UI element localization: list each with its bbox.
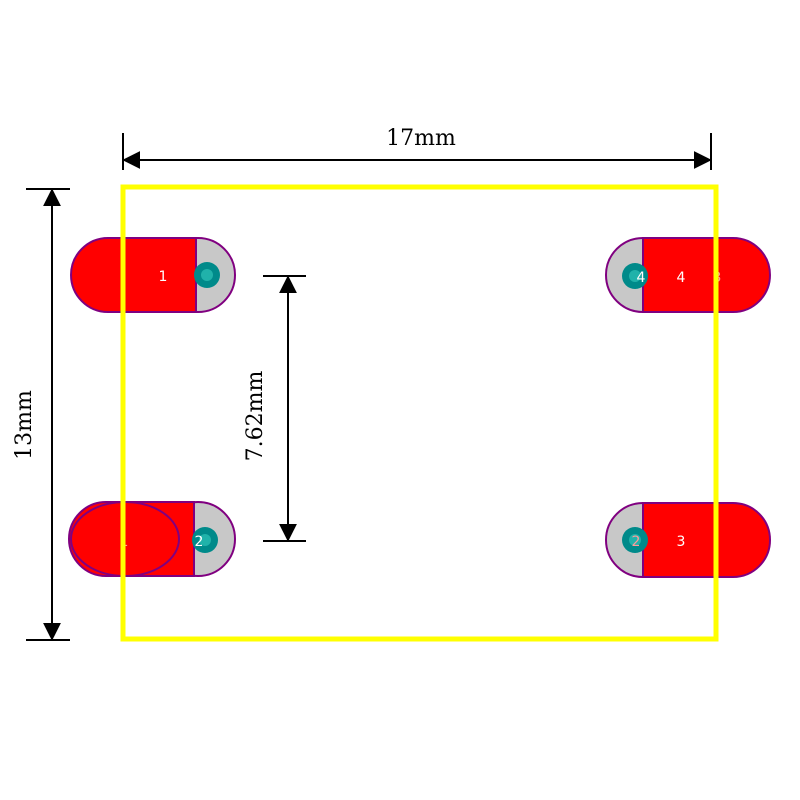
pad-3: 2 3 — [605, 502, 771, 578]
pad-1: 1 — [70, 237, 236, 313]
height-dimension-label: 13mm — [12, 390, 37, 460]
component-outline — [120, 184, 719, 642]
pad-2-label: 2 — [195, 534, 204, 550]
pad-4-ghost-label-left: 4 — [637, 270, 646, 286]
height-dimension: 13mm — [12, 188, 70, 641]
pad-2: 1 2 — [68, 501, 236, 577]
width-dimension: 17mm — [122, 126, 712, 170]
pad-1-drill-center — [201, 269, 213, 281]
pitch-dimension: 7.62mm — [243, 275, 306, 542]
pad-2-copper — [68, 501, 195, 577]
pad-3-copper — [642, 502, 771, 578]
pad-1-copper — [70, 237, 197, 313]
width-dimension-label: 17mm — [386, 126, 456, 151]
pitch-dimension-label: 7.62mm — [243, 371, 268, 462]
pad-3-label: 3 — [677, 534, 686, 550]
pad-2-drill-center — [199, 534, 211, 546]
pad-4-label: 4 — [677, 270, 686, 286]
pad-4: 4 4 3 — [605, 237, 771, 313]
pad-3-ghost-label: 2 — [632, 534, 641, 550]
pad-4-copper — [642, 237, 771, 313]
pad-4-drill-center — [629, 270, 641, 282]
pad-1-label: 1 — [159, 269, 168, 285]
pad-3-drill-center — [629, 534, 641, 546]
